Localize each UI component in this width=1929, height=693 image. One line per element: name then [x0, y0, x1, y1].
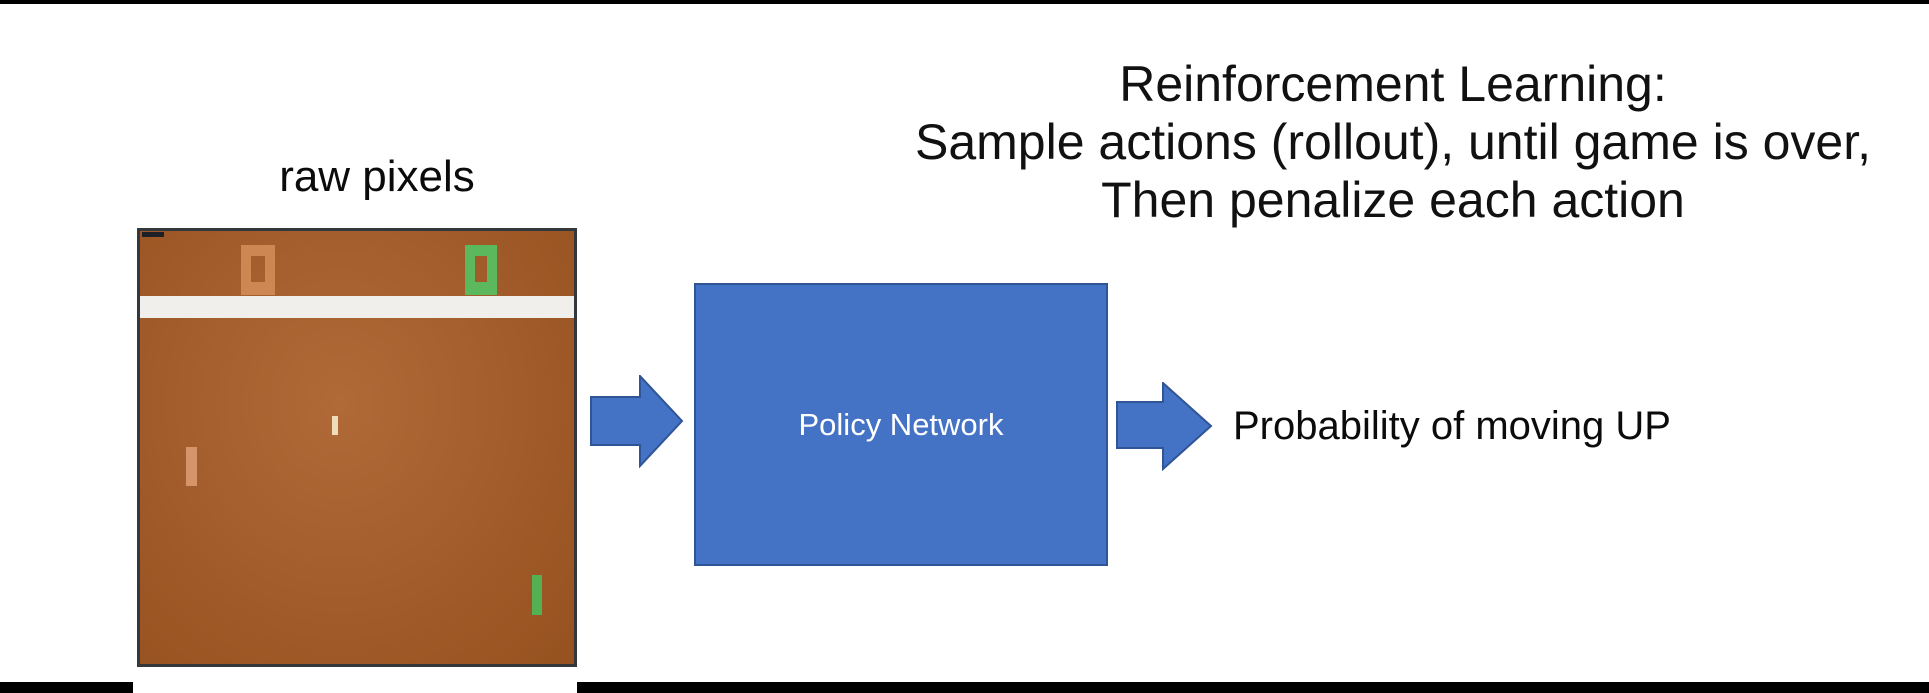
bottom-border-bar-left: [0, 682, 133, 693]
headline: Reinforcement Learning: Sample actions (…: [857, 55, 1929, 229]
policy-network-box: Policy Network: [694, 283, 1108, 566]
pong-corner-notch: [142, 232, 164, 237]
pong-game-screenshot: 0 0: [137, 228, 577, 667]
pong-ball: [332, 416, 338, 435]
input-arrow-icon: [590, 375, 684, 468]
policy-network-label: Policy Network: [798, 406, 1004, 442]
headline-line-1: Reinforcement Learning:: [1119, 56, 1667, 112]
headline-line-3: Then penalize each action: [1101, 172, 1685, 228]
probability-output-label: Probability of moving UP: [1233, 404, 1671, 448]
headline-line-2: Sample actions (rollout), until game is …: [915, 114, 1871, 170]
pong-top-wall: [140, 296, 574, 318]
pong-score-left: 0: [241, 245, 275, 295]
bottom-border-bar-right: [577, 682, 1929, 693]
pong-paddle-left: [186, 447, 197, 486]
pong-paddle-right: [532, 575, 542, 615]
top-border-bar: [0, 0, 1929, 4]
pong-score-right: 0: [465, 245, 497, 295]
output-arrow-icon: [1116, 382, 1213, 471]
raw-pixels-label: raw pixels: [279, 152, 475, 201]
